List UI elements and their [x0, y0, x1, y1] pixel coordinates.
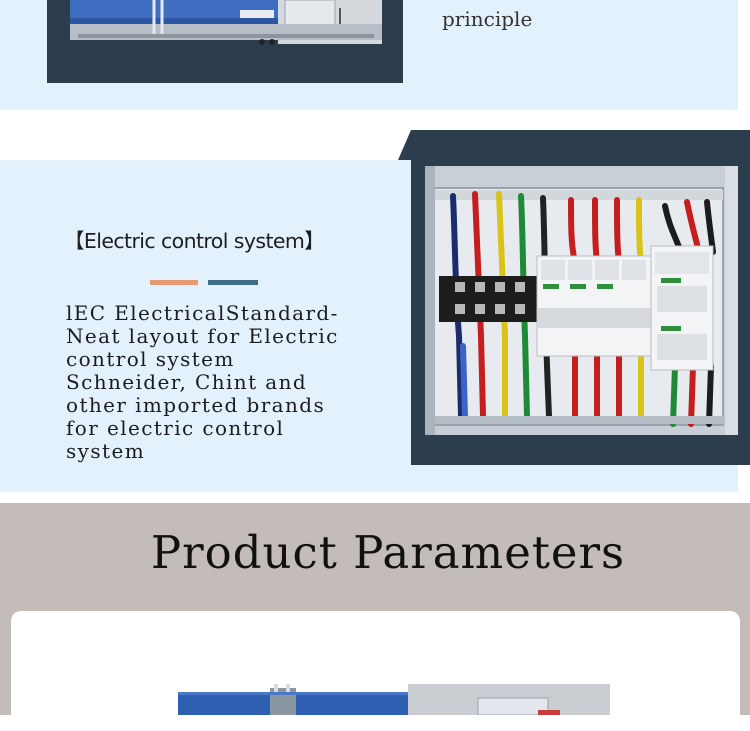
top-feature-line: principle — [442, 7, 533, 31]
description-line: control system — [66, 347, 235, 371]
description-line: other imported brands — [66, 393, 326, 417]
accent-bar-blue — [208, 280, 258, 285]
description-line: Schneider, Chint and — [66, 370, 308, 394]
test-chamber-photo — [70, 0, 382, 45]
product-parameters-title: Product Parameters — [150, 526, 626, 579]
description-line: Neat layout for Electric — [66, 324, 339, 348]
frame-notch — [398, 130, 411, 160]
description-line: system — [66, 439, 146, 463]
section-heading: 【Electric control system】 — [64, 229, 325, 253]
section-description: lEC ElectricalStandard- Neat layout for … — [66, 302, 396, 463]
description-line: for electric control — [66, 416, 285, 440]
test-chamber-photo — [178, 684, 610, 715]
control-cabinet-photo — [425, 166, 738, 435]
accent-bar-orange — [150, 280, 198, 285]
description-line: lEC ElectricalStandard- — [66, 301, 339, 325]
top-feature-text: principle — [442, 6, 532, 32]
